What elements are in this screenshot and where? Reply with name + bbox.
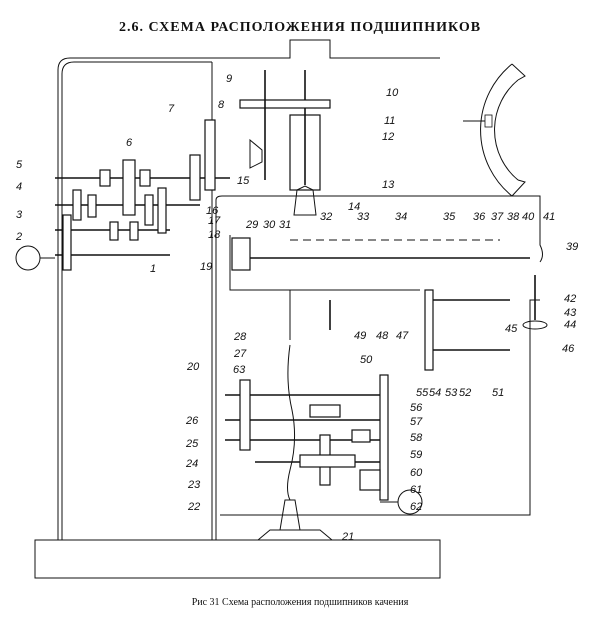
callout-label-63: 63: [233, 364, 246, 376]
callout-label-21: 21: [341, 531, 354, 543]
callout-label-15: 15: [237, 175, 250, 187]
callout-label-39: 39: [566, 241, 578, 253]
callout-label-43: 43: [564, 307, 577, 319]
callout-label-25: 25: [185, 438, 199, 450]
callout-label-13: 13: [382, 179, 395, 191]
callout-label-62: 62: [410, 501, 422, 513]
callout-label-52: 52: [459, 387, 471, 399]
callout-label-27: 27: [233, 348, 247, 360]
callout-label-14: 14: [348, 201, 360, 213]
callout-label-55: 55: [416, 387, 429, 399]
callout-label-50: 50: [360, 354, 373, 366]
callout-label-61: 61: [410, 484, 422, 496]
callout-label-47: 47: [396, 330, 409, 342]
callout-label-34: 34: [395, 211, 407, 223]
callout-label-36: 36: [473, 211, 486, 223]
callout-label-51: 51: [492, 387, 504, 399]
callout-label-44: 44: [564, 319, 576, 331]
callout-label-4: 4: [16, 181, 22, 193]
figure-caption: Рис 31 Схема расположения подшипников ка…: [191, 597, 409, 608]
callout-label-60: 60: [410, 467, 423, 479]
callout-label-29: 29: [245, 219, 258, 231]
callout-label-49: 49: [354, 330, 366, 342]
callout-label-40: 40: [522, 211, 535, 223]
callout-label-10: 10: [386, 87, 399, 99]
callout-label-46: 46: [562, 343, 575, 355]
callout-label-57: 57: [410, 416, 423, 428]
quadrant-detail: [463, 63, 526, 197]
callout-label-17: 17: [208, 215, 221, 227]
callout-label-58: 58: [410, 432, 423, 444]
callout-label-32: 32: [320, 211, 332, 223]
spindle-head: [239, 70, 331, 216]
page-title: 2.6. СХЕМА РАСПОЛОЖЕНИЯ ПОДШИПНИКОВ: [118, 20, 482, 35]
callout-label-54: 54: [429, 387, 441, 399]
table-assembly: [231, 237, 548, 371]
callout-label-22: 22: [187, 501, 200, 513]
callout-label-3: 3: [16, 209, 23, 221]
callout-label-59: 59: [410, 449, 422, 461]
gearbox-shafts: [15, 119, 230, 271]
callout-label-20: 20: [186, 361, 200, 373]
callout-label-1: 1: [150, 263, 156, 275]
callout-label-45: 45: [505, 323, 518, 335]
callout-label-24: 24: [185, 458, 198, 470]
callout-label-2: 2: [15, 231, 22, 243]
callout-label-48: 48: [376, 330, 389, 342]
callout-label-38: 38: [507, 211, 520, 223]
callout-label-28: 28: [233, 331, 247, 343]
callout-label-30: 30: [263, 219, 276, 231]
feed-gearbox: [225, 344, 423, 531]
machine-frame: [34, 39, 543, 579]
callout-label-12: 12: [382, 131, 394, 143]
callout-label-31: 31: [279, 219, 291, 231]
callout-label-18: 18: [208, 229, 221, 241]
callout-label-53: 53: [445, 387, 458, 399]
callout-label-19: 19: [200, 261, 212, 273]
callout-label-41: 41: [543, 211, 555, 223]
callout-label-7: 7: [168, 103, 175, 115]
callout-label-37: 37: [491, 211, 504, 223]
callout-label-9: 9: [226, 73, 232, 85]
callout-label-5: 5: [16, 159, 23, 171]
callout-label-16: 16: [206, 205, 219, 217]
callout-label-26: 26: [185, 415, 199, 427]
callout-label-42: 42: [564, 293, 576, 305]
callout-label-35: 35: [443, 211, 456, 223]
callout-label-23: 23: [187, 479, 201, 491]
callout-label-33: 33: [357, 211, 370, 223]
callout-label-56: 56: [410, 402, 423, 414]
callout-label-8: 8: [218, 99, 225, 111]
callout-label-11: 11: [384, 115, 395, 127]
callout-label-6: 6: [126, 137, 133, 149]
